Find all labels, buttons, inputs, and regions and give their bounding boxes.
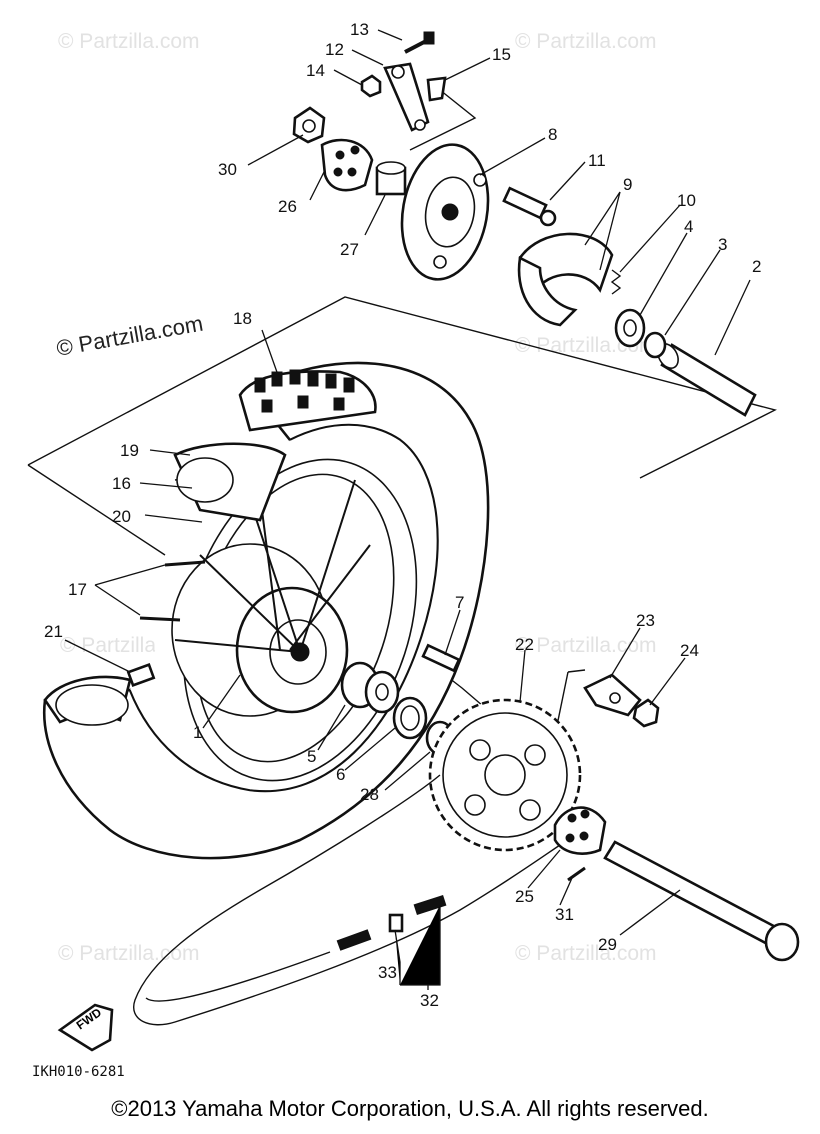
callout-16: 16 [112, 474, 131, 493]
callout-25: 25 [515, 887, 534, 906]
callout-26: 26 [278, 197, 297, 216]
bearing-5 [340, 661, 400, 714]
collar-3 [643, 331, 667, 359]
callout-31: 31 [555, 905, 574, 924]
hub-plate-26 [320, 138, 374, 192]
callout-32: 32 [420, 991, 439, 1010]
callout-29: 29 [598, 935, 617, 954]
watermark: © Partzilla.com [515, 942, 657, 965]
watermark: © Partzilla.com [515, 30, 657, 53]
axle-29 [603, 840, 800, 962]
nut-14 [360, 74, 382, 98]
callout-24: 24 [680, 641, 699, 660]
watermark: © Partzilla.com [515, 634, 657, 657]
cam-11 [502, 186, 557, 227]
callout-23: 23 [636, 611, 655, 630]
rear-wheel-assembly [42, 361, 490, 860]
callout-20: 20 [112, 507, 131, 526]
callout-7: 7 [455, 593, 464, 612]
plate-25 [553, 806, 607, 855]
drive-chain-32 [133, 774, 561, 1026]
callout-11: 11 [588, 151, 606, 170]
cotter-pin-31 [567, 866, 586, 882]
callout-33: 33 [378, 963, 397, 982]
leader-lines [64, 29, 751, 990]
watermark-main: © Partzilla.com [55, 311, 205, 361]
drawing-code: IKH010-6281 [32, 1064, 125, 1080]
axle-2 [657, 343, 757, 417]
brake-shoes-9 [517, 232, 614, 327]
callout-5: 5 [307, 747, 316, 766]
callout-12: 12 [325, 40, 344, 59]
callout-28: 28 [360, 785, 379, 804]
nut-24 [632, 698, 660, 728]
callout-14: 14 [306, 61, 325, 80]
oil-seal-6 [392, 696, 428, 740]
callout-8: 8 [548, 125, 557, 144]
spring-10 [610, 269, 622, 295]
callout-21: 21 [44, 622, 63, 641]
bolt-13 [404, 31, 435, 54]
chain-joint-33 [388, 913, 404, 933]
callout-15: 15 [492, 45, 511, 64]
callout-9: 9 [623, 175, 632, 194]
spokes-17 [139, 560, 206, 622]
callout-10: 10 [677, 191, 696, 210]
callout-17: 17 [68, 580, 87, 599]
plate-23 [583, 673, 642, 717]
callout-19: 19 [120, 441, 139, 460]
bracket-15 [426, 76, 447, 102]
watermark: © Partzilla.com [58, 30, 200, 53]
callout-22: 22 [515, 635, 534, 654]
collar-27 [375, 161, 407, 196]
nipple-21 [126, 662, 156, 688]
brake-panel-8 [400, 143, 490, 281]
watermark: © Partzilla.com [58, 942, 200, 965]
callout-4: 4 [684, 217, 693, 236]
sprocket-22 [428, 698, 582, 852]
callout-6: 6 [336, 765, 345, 784]
callout-1: 1 [193, 723, 202, 742]
stud-7 [421, 643, 461, 673]
callout-27: 27 [340, 240, 359, 259]
callout-numbers: 13 12 14 15 8 11 9 10 4 3 2 30 26 27 18 … [44, 20, 761, 1010]
callout-2: 2 [752, 257, 761, 276]
forward-arrow-icon: FWD [57, 1003, 114, 1052]
callout-13: 13 [350, 20, 369, 39]
callout-18: 18 [233, 309, 252, 328]
copyright-notice: ©2013 Yamaha Motor Corporation, U.S.A. A… [111, 1096, 709, 1121]
callout-3: 3 [718, 235, 727, 254]
brake-arm-12 [383, 62, 430, 132]
callout-30: 30 [218, 160, 237, 179]
